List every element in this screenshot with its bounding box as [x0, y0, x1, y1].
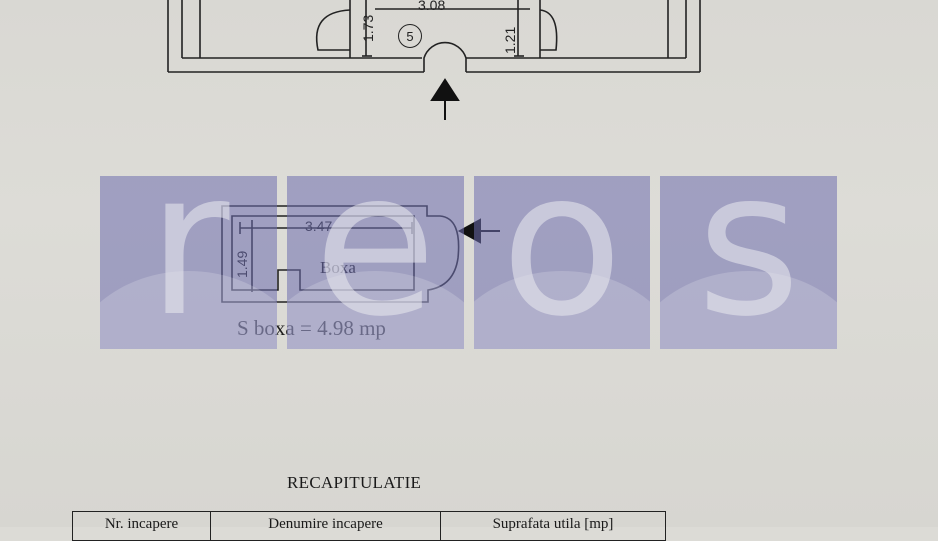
- upper-width-dimension: 3.08: [418, 0, 446, 13]
- floor-plan-drawing: [167, 0, 701, 303]
- storage-width-dimension: 3.47: [305, 218, 333, 234]
- storage-area-label: S boxa = 4.98 mp: [237, 316, 386, 340]
- recap-title: RECAPITULATIE: [287, 473, 422, 492]
- upper-left-height-dimension: 1.73: [360, 14, 376, 42]
- room-number-badge: 5: [398, 24, 422, 48]
- storage-room-label: Boxa: [320, 258, 356, 277]
- header-room-number: Nr. incapere: [73, 512, 211, 540]
- recap-table-header: Nr. incapere Denumire incapere Suprafata…: [72, 511, 666, 541]
- upper-right-height-dimension: 1.21: [502, 26, 518, 54]
- header-room-name: Denumire incapere: [211, 512, 441, 540]
- header-useful-area: Suprafata utila [mp]: [492, 516, 614, 532]
- storage-height-dimension: 1.49: [234, 250, 250, 278]
